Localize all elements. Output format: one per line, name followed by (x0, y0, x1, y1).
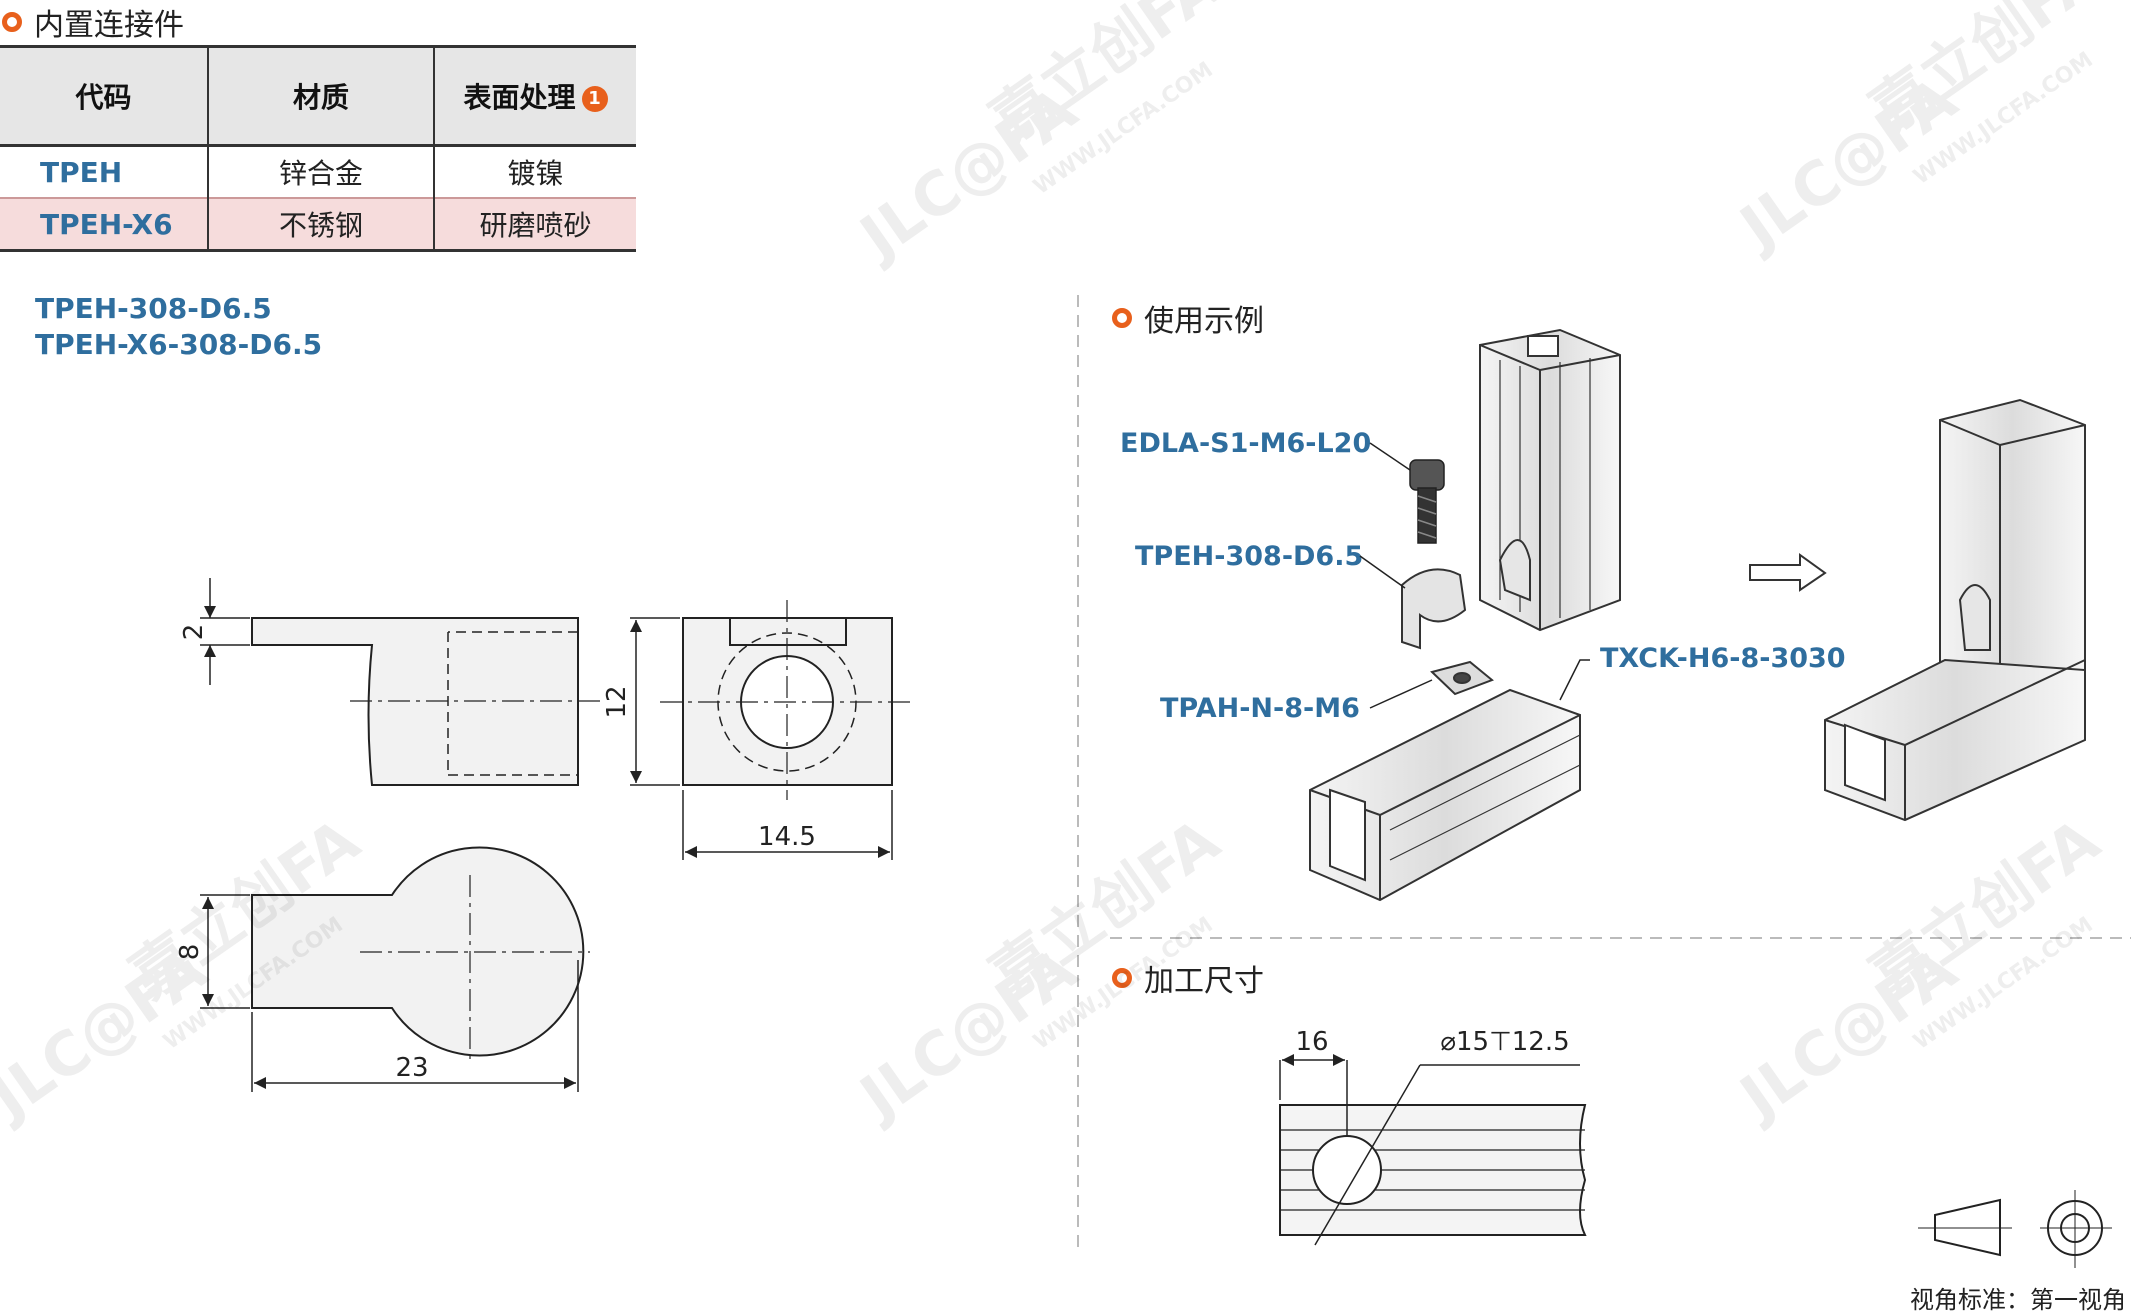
horizontal-profile-illustration (1309, 688, 1581, 902)
dim-width (682, 790, 893, 860)
section-title-machining-text: 加工尺寸 (1144, 964, 1264, 999)
leader-nut (1369, 679, 1433, 709)
side-view-drawing (251, 617, 600, 786)
dim-hole-text: ⌀15⊤12.5 (1440, 1027, 1569, 1057)
label-profile: TXCK-H6-8-3030 (1600, 643, 1846, 674)
part-number: TPEH-X6-308-D6.5 (35, 328, 323, 361)
dim-width-text: 14.5 (758, 822, 816, 852)
bullet-ring-icon (1112, 308, 1132, 328)
row-material: 不锈钢 (207, 197, 434, 252)
header-code: 代码 (0, 45, 208, 147)
dim-offset-text: 16 (1295, 1027, 1328, 1057)
table-row: TPEH 锌合金 镀镍 (0, 145, 636, 198)
section-title-connector: 内置连接件 (2, 0, 184, 44)
dim-head (200, 894, 250, 1009)
nut-illustration (1430, 660, 1494, 696)
section-title-machining: 加工尺寸 (1112, 956, 1264, 1000)
dim-thickness-text: 2 (179, 624, 209, 641)
vertical-profile-illustration (1479, 328, 1621, 632)
top-view-drawing (251, 846, 590, 1060)
row-material: 锌合金 (207, 145, 434, 198)
row-code: TPEH (40, 155, 123, 189)
machining-drawing (1279, 1054, 1587, 1246)
leader-profile (1559, 659, 1590, 701)
dim-height-text: 12 (602, 685, 632, 718)
front-view-drawing (660, 600, 910, 800)
dim-thickness (200, 578, 250, 685)
label-nut: TPAH-N-8-M6 (1160, 693, 1360, 724)
connector-illustration (1401, 568, 1467, 650)
dim-height (630, 617, 680, 786)
leader-connector (1359, 555, 1406, 589)
bullet-ring-icon (1112, 968, 1132, 988)
row-finish: 镀镍 (433, 145, 636, 198)
label-connector: TPEH-308-D6.5 (1135, 541, 1364, 572)
header-material: 材质 (207, 45, 434, 147)
bolt-illustration (1409, 459, 1445, 544)
table-row: TPEH-X6 不锈钢 研磨喷砂 (0, 197, 636, 252)
row-finish: 研磨喷砂 (433, 197, 636, 252)
leader-bolt (1369, 442, 1411, 471)
bullet-ring-icon (2, 12, 22, 32)
assembled-illustration (1824, 398, 2086, 822)
part-number: TPEH-308-D6.5 (35, 292, 272, 325)
section-title-usage-text: 使用示例 (1144, 304, 1264, 339)
header-finish-text: 表面处理 (463, 81, 576, 114)
dim-length-text: 23 (395, 1053, 428, 1083)
result-arrow-icon (1749, 553, 1827, 592)
dim-head-text: 8 (175, 944, 205, 961)
section-title-connector-text: 内置连接件 (34, 8, 184, 43)
first-angle-projection-icon (1918, 1190, 2112, 1268)
note-badge: 1 (581, 86, 608, 112)
section-title-usage: 使用示例 (1112, 296, 1264, 340)
dim-length (251, 960, 579, 1092)
view-standard-text: 视角标准：第一视角 (1910, 1286, 2126, 1314)
label-bolt: EDLA-S1-M6-L20 (1120, 428, 1372, 459)
row-code: TPEH-X6 (0, 197, 208, 252)
